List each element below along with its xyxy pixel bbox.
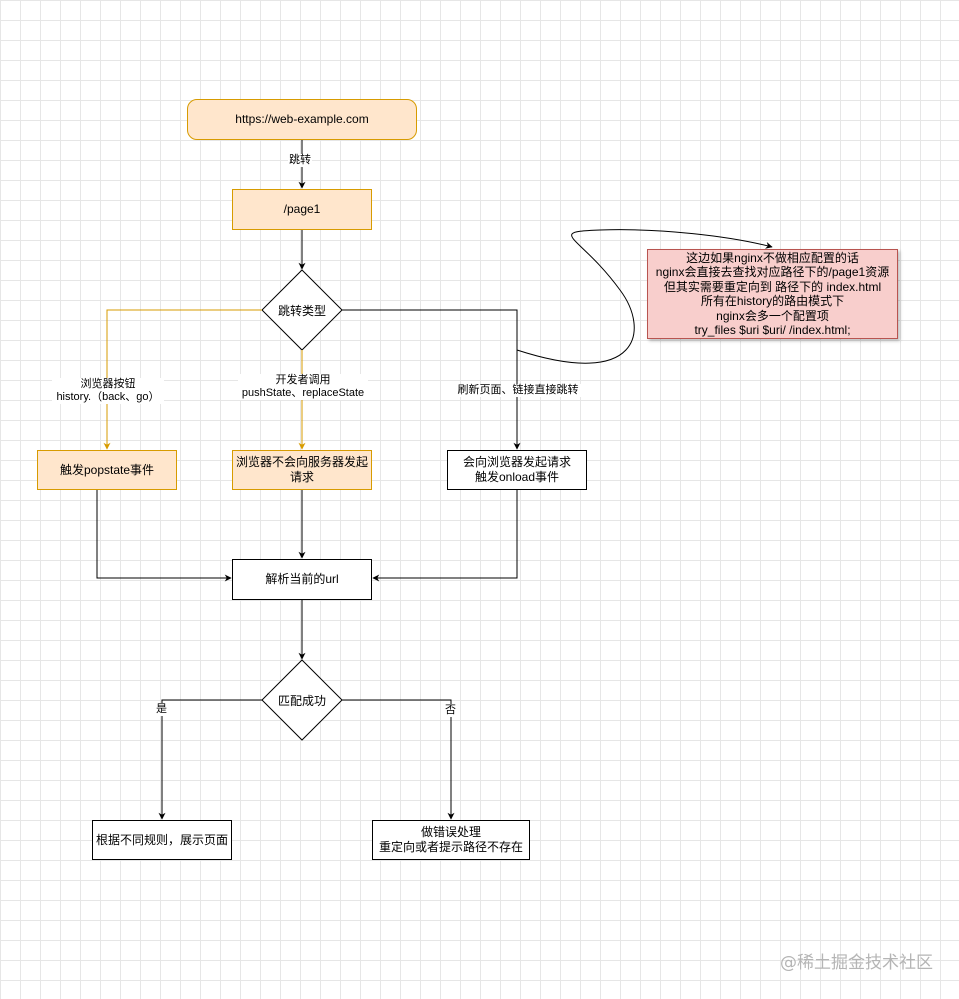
edge-to-note	[516, 229, 773, 364]
node-match-text: 匹配成功	[277, 693, 326, 708]
node-start-url-text: https://web-example.com	[235, 112, 369, 126]
match-diamond	[261, 659, 343, 741]
node-error: 做错误处理 重定向或者提示路径不存在	[372, 820, 530, 860]
node-no-request: 浏览器不会向服务器发起 请求	[232, 450, 372, 490]
edge-label-no: 否	[444, 704, 457, 717]
node-request: 会向浏览器发起请求 触发onload事件	[447, 450, 587, 490]
node-show-page: 根据不同规则，展示页面	[92, 820, 232, 860]
node-page1-text: /page1	[283, 202, 321, 216]
node-nginx-note: 这边如果nginx不做相应配置的话 nginx会直接去查找对应路径下的/page…	[647, 249, 898, 339]
node-popstate: 触发popstate事件	[37, 450, 177, 490]
node-show-page-text: 根据不同规则，展示页面	[95, 832, 228, 847]
node-jump-type-text: 跳转类型	[277, 303, 326, 318]
node-parse-url: 解析当前的url	[232, 559, 372, 600]
node-request-text: 会向浏览器发起请求 触发onload事件	[462, 455, 571, 484]
edge-request-parse	[372, 490, 518, 582]
node-nginx-note-text: 这边如果nginx不做相应配置的话 nginx会直接去查找对应路径下的/page…	[655, 250, 890, 338]
edge-label-jump: 跳转	[288, 154, 312, 167]
node-jump-type: 跳转类型	[262, 300, 342, 320]
edge-label-yes: 是	[155, 703, 168, 716]
edge-popstate-parse	[96, 490, 232, 582]
edge-jumptype-request	[342, 309, 521, 450]
edge-label-refresh: 刷新页面、链接直接跳转	[454, 384, 582, 397]
node-popstate-text: 触发popstate事件	[59, 462, 155, 477]
node-error-text: 做错误处理 重定向或者提示路径不存在	[378, 825, 523, 854]
node-parse-url-text: 解析当前的url	[265, 572, 339, 586]
node-match: 匹配成功	[262, 690, 342, 710]
node-no-request-text: 浏览器不会向服务器发起 请求	[235, 455, 368, 484]
edge-label-browser-button: 浏览器按钮 history.（back、go）	[52, 378, 164, 404]
node-start-url: https://web-example.com	[187, 99, 417, 140]
edge-match-yes	[158, 699, 262, 820]
edge-match-no	[342, 699, 455, 820]
edge-label-developer-call: 开发者调用 pushState、replaceState	[238, 374, 368, 400]
watermark: @稀土掘金技术社区	[780, 953, 933, 973]
node-page1: /page1	[232, 189, 372, 230]
